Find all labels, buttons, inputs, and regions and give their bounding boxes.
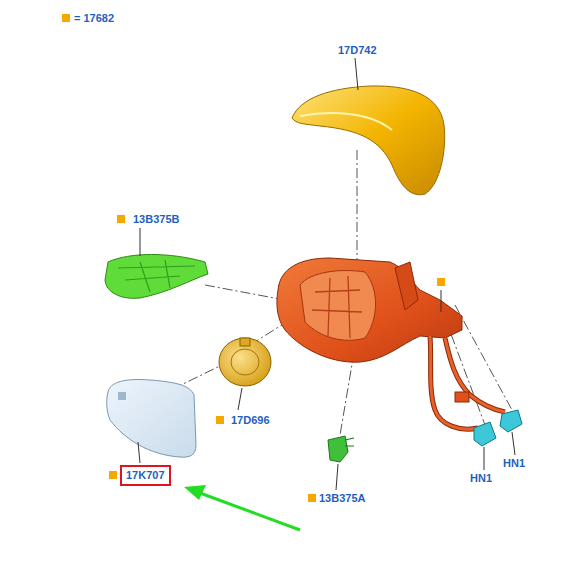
leader-lines	[138, 58, 515, 490]
part-number: HN1	[470, 472, 492, 485]
turn-signal-repeater	[105, 255, 208, 299]
highlight-box: 17K707	[120, 465, 171, 486]
bulb-socket	[328, 436, 354, 462]
glass-actuator	[219, 338, 271, 386]
mirror-glass	[107, 380, 196, 458]
part-number: 17K707	[122, 467, 169, 484]
part-number: 17D742	[338, 44, 377, 57]
part-number: HN1	[503, 457, 525, 470]
legend-text: = 17682	[74, 12, 114, 25]
mirror-housing	[277, 258, 505, 429]
connectors	[474, 410, 522, 446]
assembly-lines	[140, 150, 512, 435]
marker-squares	[109, 215, 445, 502]
part-number: 13B375A	[319, 492, 365, 505]
blind-spot-mark	[118, 392, 126, 400]
part-number: 17D696	[231, 414, 270, 427]
pointer-arrow	[184, 485, 300, 530]
part-number: 13B375B	[133, 213, 179, 226]
legend-swatch	[62, 14, 70, 22]
mirror-cap	[292, 86, 445, 195]
